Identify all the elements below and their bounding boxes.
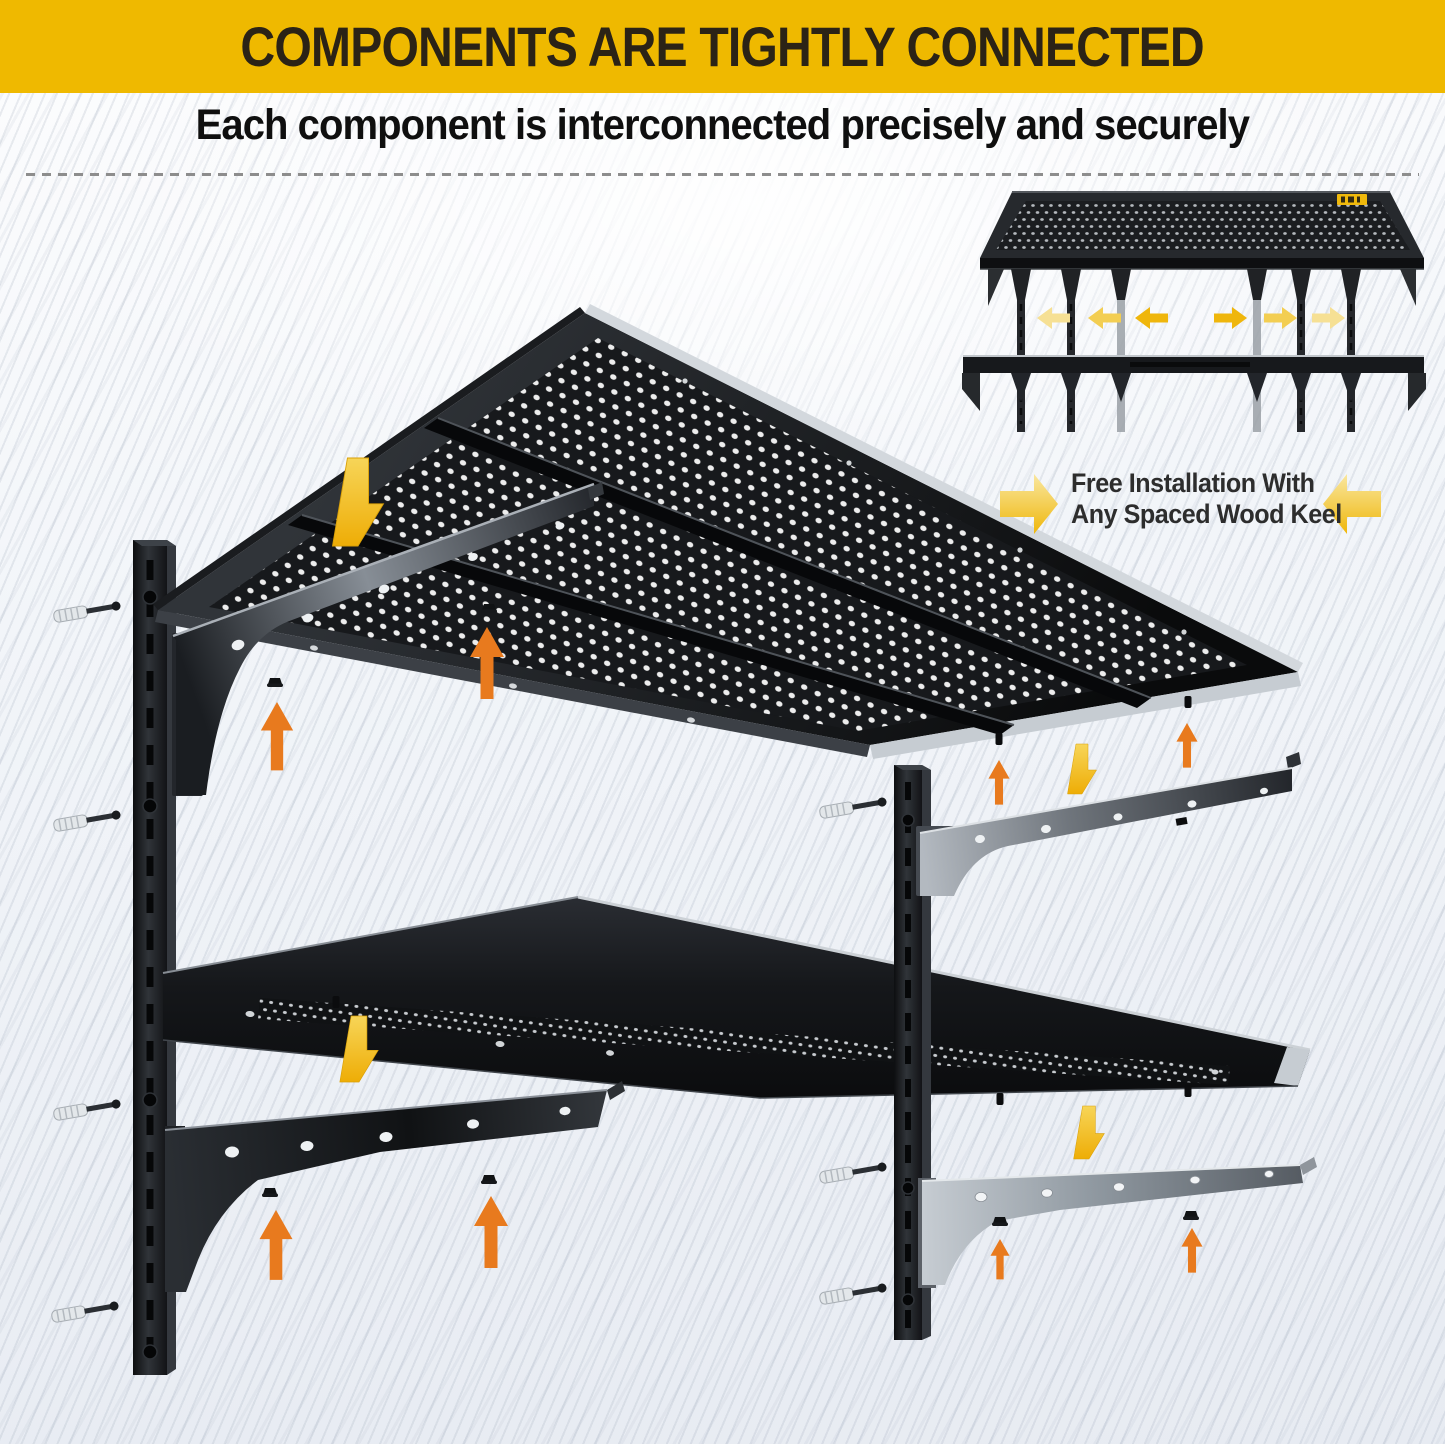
inset-rails — [1011, 269, 1361, 432]
up-arrow-icon — [259, 1210, 293, 1280]
dashed-divider — [26, 173, 1419, 176]
up-arrow-icon — [988, 760, 1010, 805]
up-arrow-icon — [1176, 723, 1198, 768]
shelf-end-cap — [1274, 1047, 1310, 1086]
screw-cap — [481, 1175, 497, 1184]
inset-assembled-view — [962, 191, 1426, 534]
subtitle: Each component is interconnected precise… — [0, 101, 1445, 150]
right-arrow-icon — [1312, 307, 1345, 329]
left-arrow-icon — [1037, 307, 1070, 329]
banner-title: COMPONENTS ARE TIGHTLY CONNECTED — [240, 15, 1205, 78]
shelf-top-rim — [585, 304, 1303, 672]
bracket-tip-lip — [1286, 752, 1301, 769]
bracket-holes — [231, 522, 565, 651]
banner: COMPONENTS ARE TIGHTLY CONNECTED — [0, 0, 1445, 93]
rail-keyholes — [901, 813, 915, 1307]
top-right-bracket — [916, 752, 1301, 896]
bracket-tip-lip — [588, 482, 604, 500]
up-arrow-icon — [260, 702, 294, 771]
up-arrow-icon — [990, 1239, 1010, 1280]
subtitle-text: Each component is interconnected precise… — [195, 101, 1250, 149]
screw-cap — [262, 1188, 278, 1197]
bottom-left-bracket — [164, 1081, 625, 1292]
screw-cap — [267, 678, 283, 687]
perforated-strip — [258, 998, 1230, 1085]
inset-lower-shelf — [962, 355, 1426, 411]
right-arrow-icon — [1264, 307, 1297, 329]
brand-badge — [1337, 194, 1367, 205]
left-arrow-icon — [1088, 307, 1121, 329]
shelf-end-cap — [870, 672, 1301, 759]
inset-caption: Free Installation With Any Spaced Wood K… — [1062, 468, 1342, 530]
up-arrow-icon — [474, 1196, 508, 1268]
screw-cap — [1183, 1211, 1199, 1220]
support-channels — [288, 417, 1152, 735]
inset-caption-line1: Free Installation With — [1071, 468, 1315, 498]
bottom-shelf — [162, 895, 1311, 1099]
down-arrow-icon — [1073, 1105, 1105, 1160]
shelf-top-rim — [577, 895, 1311, 1052]
bottom-right-bracket — [918, 1157, 1317, 1288]
bracket-holes — [225, 1106, 571, 1158]
down-arrow-icon — [1067, 743, 1097, 795]
bracket-holes — [975, 787, 1268, 844]
bracket-tip-lip — [1300, 1157, 1317, 1175]
right-arrow-icon — [1214, 307, 1247, 329]
left-arrow-icon — [1135, 307, 1168, 329]
bracket-holes — [974, 1170, 1274, 1203]
inset-perforated-shelf — [996, 201, 1410, 250]
rail-keyholes — [142, 589, 158, 1360]
top-left-bracket — [172, 482, 604, 796]
bracket-tip-lip — [607, 1081, 625, 1100]
frame-mount-holes — [310, 378, 1187, 723]
top-shelf — [153, 304, 1303, 759]
inset-caption-line2: Any Spaced Wood Keel — [1071, 499, 1342, 529]
up-arrow-icon — [1181, 1228, 1203, 1273]
